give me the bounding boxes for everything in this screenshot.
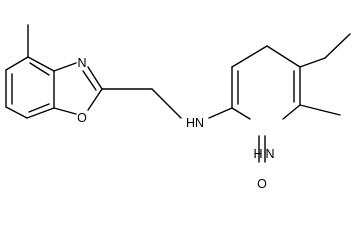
bond	[282, 104, 301, 120]
benzene-ring	[5, 56, 55, 119]
ethyl-bond	[324, 33, 351, 59]
oxygen-label: O	[77, 111, 87, 125]
bond	[53, 107, 77, 115]
bond	[231, 107, 251, 120]
bond	[87, 88, 103, 111]
amine-label: HN	[186, 116, 204, 130]
ethyl-bond	[299, 57, 326, 68]
oxazole-ring	[53, 62, 103, 115]
hydrogen-label: H	[253, 147, 262, 161]
bond	[53, 62, 77, 72]
methylene-bond	[151, 88, 182, 119]
bond	[266, 45, 301, 68]
amine-bond	[208, 107, 233, 119]
double-bond-inner	[28, 103, 50, 113]
ring-nitrogen-label: N	[265, 147, 274, 161]
bond	[231, 45, 268, 68]
methyl-bond	[299, 104, 341, 116]
bond	[5, 106, 28, 119]
chemical-structure-canvas: N O HN H N O	[5, 24, 351, 191]
carbonyl-oxygen-label: O	[257, 177, 267, 191]
bond	[26, 107, 55, 119]
molecule-diagram: N O HN H N O	[5, 24, 351, 191]
nitrogen-label: N	[77, 56, 86, 70]
bond	[87, 66, 103, 90]
pyridone-ring	[231, 45, 301, 120]
bond	[27, 56, 55, 72]
double-bond-inner	[82, 70, 97, 91]
double-bond-inner	[29, 62, 50, 76]
bond	[5, 56, 29, 71]
